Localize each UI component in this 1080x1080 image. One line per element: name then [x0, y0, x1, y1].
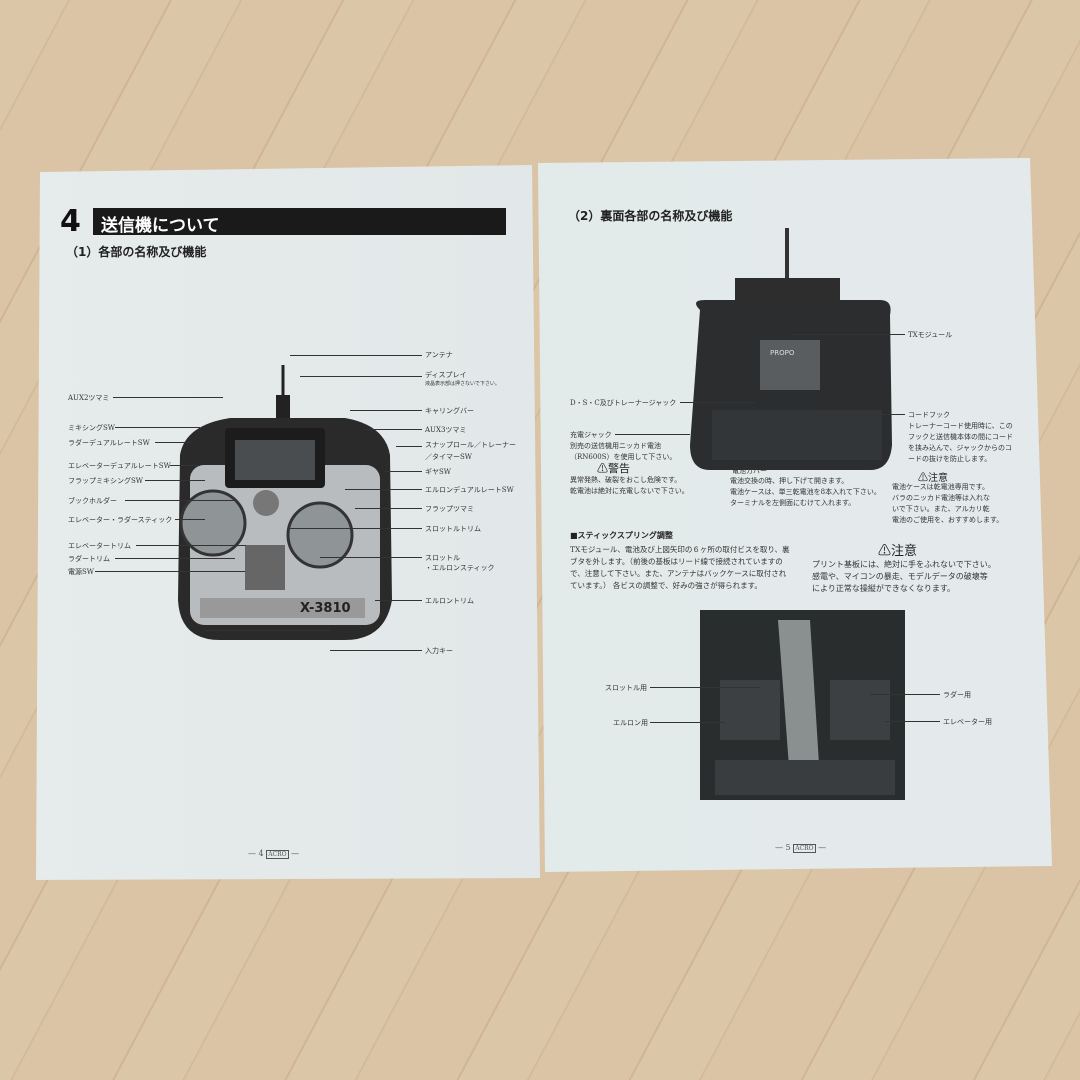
right-page-footer: — 5 ACRO — — [775, 843, 827, 853]
label-trainer-jack: D・S・C及びトレーナージャック — [570, 399, 677, 407]
caution-heading: ⚠注意 — [918, 469, 948, 484]
label-rudder-trim: ラダートリム — [68, 555, 110, 563]
label-rudder-dr: ラダーデュアルレートSW — [68, 439, 150, 447]
caution2-line-1: プリント基板には、絶対に手をふれないで下さい。 — [812, 560, 996, 569]
label-power-sw: 電源SW — [68, 568, 94, 576]
spring-text: TXモジュール、電池及び上図矢印の６ヶ所の取付ビスを取り、裏ブタを外します。（前… — [570, 545, 790, 590]
page-number: 4 — [258, 849, 264, 858]
caution2-icon: ⚠ — [878, 544, 892, 559]
caution-title: 注意 — [928, 473, 948, 484]
warning-line-2: 乾電池は絶対に充電しないで下さい。 — [570, 487, 689, 495]
caution2-title: 注意 — [891, 544, 918, 559]
charge-jack-note-1: 別売の送信機用ニッカド電池 — [570, 442, 661, 450]
label-charge-jack: 充電ジャック — [570, 431, 612, 439]
model-logo: X-3810 — [300, 601, 351, 616]
label-tx-module: TXモジュール — [908, 331, 953, 339]
section-title: 送信機について — [93, 208, 506, 236]
caution-line-1: 電池ケースは乾電池専用です。 — [892, 483, 989, 491]
label-aileron-trim: エルロントリム — [425, 597, 474, 605]
label-battery-cover: 電池カバー — [732, 467, 767, 475]
label-antenna: アンテナ — [425, 351, 453, 359]
caution2-heading: ⚠注意 — [878, 540, 917, 559]
section-number: 4 — [60, 204, 81, 239]
caution-line-2: バラのニッカド電池等は入れな — [892, 494, 990, 502]
display-note: 液晶表示部は押さないで下さい。 — [425, 381, 500, 387]
right-subtitle: （2）裏面各部の名称及び機能 — [568, 209, 733, 223]
cord-hook-4: ードの抜けを防止します。 — [908, 455, 992, 463]
label-flap-mixing: フラップミキシングSW — [68, 477, 143, 485]
label-cord-hook: コードフック — [908, 411, 950, 419]
warning-title: 警告 — [608, 462, 630, 475]
label-throttle-stick: スロットル — [425, 554, 460, 562]
caution2-line-3: により正常な操縦ができなくなります。 — [812, 584, 956, 593]
cord-hook-3: を挟み込んで、ジャックからのコ — [908, 444, 1013, 452]
battery-cover-3: ターミナルを左側面にむけて入れます。 — [730, 499, 856, 507]
caution2-line-2: 感電や、マイコンの暴走、モデルデータの破壊等 — [812, 572, 988, 581]
caution-line-3: いで下さい。また、アルカリ乾 — [892, 505, 990, 513]
page-number: 5 — [785, 843, 791, 852]
label-snap-roll: スナップロール／トレーナー — [425, 441, 516, 449]
battery-cover-1: 電池交換の時、押し下げて開きます。 — [730, 477, 849, 485]
label-throttle-trim: スロットルトリム — [425, 525, 481, 533]
caution-line-4: 電池のご使用を、おすすめします。 — [892, 516, 1004, 524]
label-gear-sw: ギヤSW — [425, 468, 451, 476]
caution-icon: ⚠ — [918, 473, 928, 484]
label-snap-roll-2: ／タイマーSW — [425, 453, 472, 461]
propo-logo: PROPO — [770, 349, 795, 357]
label-aileron-dr: エルロンデュアルレートSW — [425, 486, 514, 494]
label-display: ディスプレイ — [425, 371, 467, 379]
battery-cover-2: 電池ケースは、単三乾電池を8本入れて下さい。 — [730, 488, 881, 496]
warning-line-1: 異常発熱、破裂をおこし危険です。 — [570, 476, 682, 484]
label-elev-rudder-stick: エレベーター・ラダースティック — [68, 516, 173, 524]
label-elevator-dr: エレベーターデュアルレートSW — [68, 462, 171, 470]
label-carrying-bar: キャリングバー — [425, 407, 474, 415]
label-elevator-trim: エレベータートリム — [68, 542, 131, 550]
acro-logo: ACRO — [266, 850, 289, 859]
warning-heading: ⚠警告 — [597, 460, 630, 476]
label-aileron-spring: エルロン用 — [613, 719, 648, 727]
label-throttle-spring: スロットル用 — [605, 684, 647, 692]
charge-jack-note-2: （RN600S）を使用して下さい。 — [570, 453, 677, 461]
label-rudder-spring: ラダー用 — [943, 691, 971, 699]
label-elevator-spring: エレベーター用 — [943, 718, 992, 726]
spring-heading: ■スティックスプリング調整 — [570, 531, 673, 540]
warning-icon: ⚠ — [597, 462, 608, 475]
label-mixing-sw: ミキシングSW — [68, 424, 115, 432]
cord-hook-1: トレーナーコード使用時に、この — [908, 422, 1013, 430]
label-aux2: AUX2ツマミ — [68, 394, 110, 402]
label-aux3: AUX3ツマミ — [425, 426, 467, 434]
cord-hook-2: フックと送信機本体の間にコード — [908, 433, 1013, 441]
acro-logo: ACRO — [793, 844, 816, 853]
label-book-holder: ブックホルダー — [68, 497, 117, 505]
label-input-keys: 入力キー — [425, 647, 453, 655]
label-throttle-stick-2: ・エルロンスティック — [425, 564, 495, 572]
label-flap-knob: フラップツマミ — [425, 505, 474, 513]
left-page-footer: — 4 ACRO — — [248, 849, 300, 859]
left-subtitle: （1）各部の名称及び機能 — [66, 245, 207, 259]
